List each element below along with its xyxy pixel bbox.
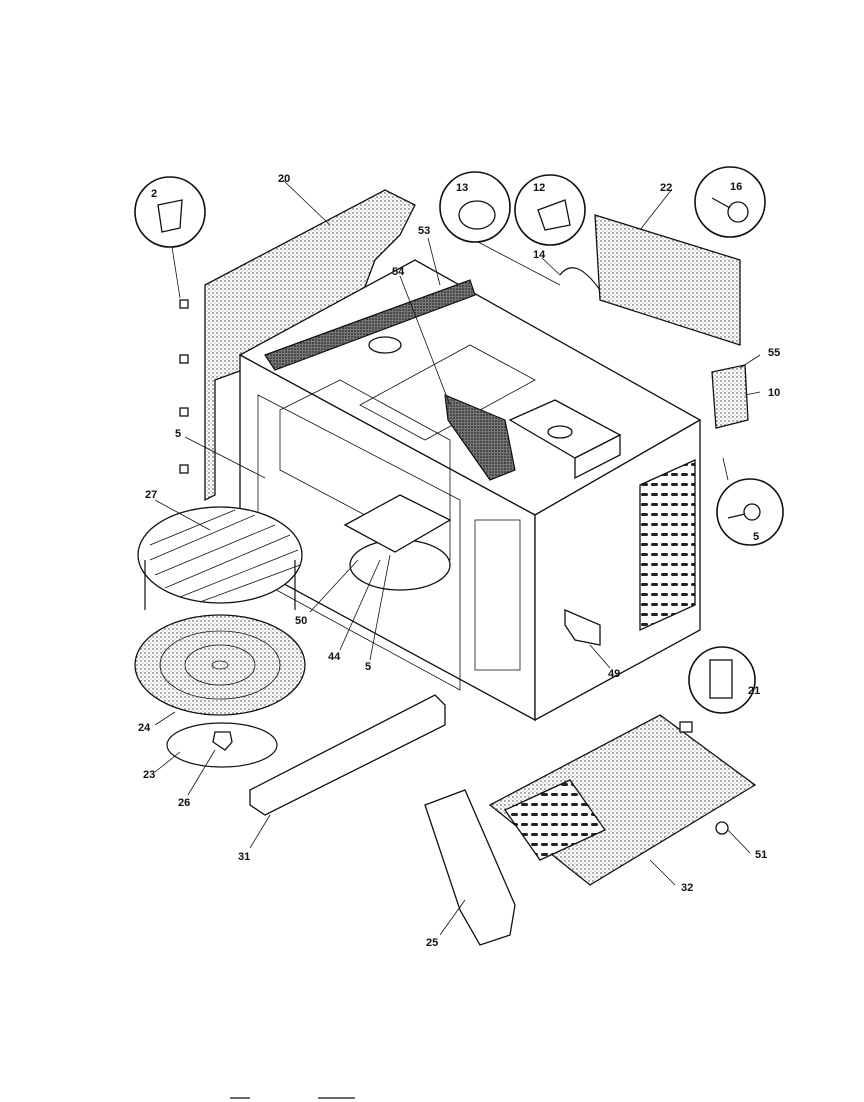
magnetron-port [547,425,573,439]
latch-handle-14 [559,267,601,291]
spring-clip [679,721,693,733]
label-32: 32 [681,882,693,894]
callout-labels: 2 20 13 12 22 16 53 54 14 55 10 5 5 5 27… [138,173,780,949]
label-49: 49 [608,668,620,680]
screw-left-1 [179,299,189,309]
air-duct [424,789,516,946]
label-16: 16 [730,181,742,193]
label-21: 21 [748,685,760,697]
label-53: 53 [418,225,430,237]
top-stirrer-hole [368,336,402,354]
label-14: 14 [533,249,546,261]
label-55: 55 [768,347,780,359]
wire-rack [137,506,303,610]
label-5-left: 5 [175,428,181,440]
coupler [212,731,233,751]
label-22: 22 [660,182,672,194]
label-44: 44 [328,651,341,663]
side-vent-grille [639,458,696,632]
inner-back-wall [279,379,451,561]
label-5-right: 5 [753,531,759,543]
leader-lines [154,179,761,936]
callout-12 [514,174,586,246]
mounting-plate-10 [711,364,749,429]
label-54: 54 [392,266,405,278]
roller-ring [166,722,278,768]
magnetron-box-side [574,433,621,480]
callout-2 [134,176,206,299]
fastener-51 [715,821,729,835]
screw-left-4 [179,464,189,474]
callout-13 [439,171,561,286]
label-23: 23 [143,769,155,781]
label-10: 10 [768,387,780,399]
label-26: 26 [178,797,190,809]
base-plate-vents [504,779,606,861]
label-12: 12 [533,182,545,194]
rear-vent-22 [594,214,741,346]
motor-plate [343,494,452,553]
label-2: 2 [151,188,157,200]
label-5-center: 5 [365,661,371,673]
control-opening [474,519,521,671]
callout-5c [716,457,784,546]
label-24: 24 [138,722,151,734]
glass-tray [134,614,306,716]
label-13: 13 [456,182,468,194]
label-25: 25 [426,937,438,949]
oven-cavity [179,189,702,722]
bottom-rail [249,694,446,816]
callout-21 [688,646,756,714]
screw-left-2 [179,354,189,364]
label-20: 20 [278,173,290,185]
bracket-49 [564,609,601,646]
label-31: 31 [238,851,250,863]
screw-left-3 [179,407,189,417]
label-51: 51 [755,849,767,861]
top-window [359,344,536,441]
waveguide-strip-53 [264,279,476,371]
callout-16 [694,166,766,238]
label-50: 50 [295,615,307,627]
label-27: 27 [145,489,157,501]
waveguide-strip-54 [444,394,516,481]
